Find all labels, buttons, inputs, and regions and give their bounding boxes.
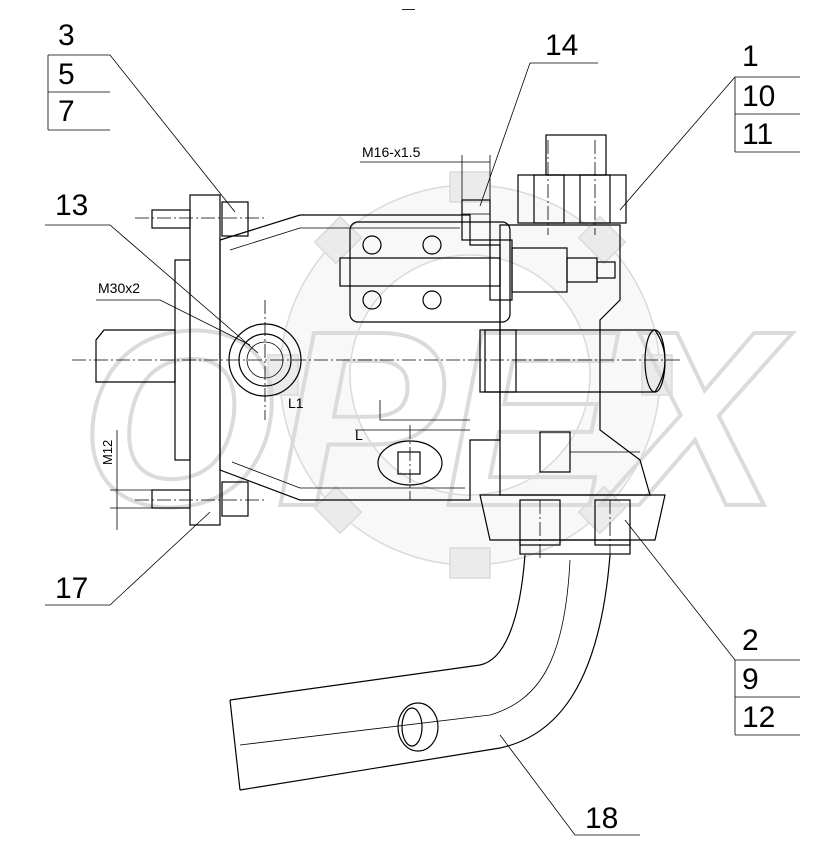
dim-m30: M30x2 [98, 280, 140, 296]
callout-3: 3 [58, 19, 75, 52]
callout-5: 5 [58, 58, 75, 91]
watermark-text: OPEX [80, 279, 793, 558]
callout-9: 9 [742, 663, 759, 696]
callout-7: 7 [58, 95, 75, 128]
port-m30 [228, 323, 302, 397]
dim-m16: M16-x1.5 [362, 144, 421, 160]
stud-bottom [151, 489, 191, 509]
callout-14: 14 [545, 29, 578, 62]
callout-13: 13 [55, 189, 88, 222]
hose-clamp [397, 702, 439, 752]
regulator-block [349, 221, 511, 323]
outlet-housing [479, 134, 666, 555]
callout-2: 2 [742, 624, 759, 657]
callout-11: 11 [742, 118, 773, 151]
watermark: OPEX [78, 171, 795, 579]
leaders [45, 54, 800, 836]
dim-m12: M12 [100, 440, 115, 465]
port-l [377, 440, 443, 486]
center-lines [72, 140, 680, 560]
stud-top [151, 209, 191, 229]
fitting-m16 [461, 199, 491, 241]
callout-1: 1 [742, 40, 759, 73]
callout-17: 17 [55, 572, 88, 605]
pump-body [95, 194, 616, 526]
header-mark: — [402, 1, 415, 16]
callout-10: 10 [742, 80, 775, 113]
port-l1-label: L1 [288, 395, 304, 411]
pipe-flange [479, 494, 666, 541]
suction-hose [229, 554, 611, 791]
callout-labels: 3 5 7 1 10 11 2 9 12 13 14 17 18 [55, 19, 775, 835]
port-l-label: L [355, 427, 363, 443]
callout-18: 18 [585, 802, 618, 835]
callout-12: 12 [742, 701, 775, 734]
dimension-labels: M16-x1.5 M30x2 M12 L1 L [98, 144, 421, 465]
